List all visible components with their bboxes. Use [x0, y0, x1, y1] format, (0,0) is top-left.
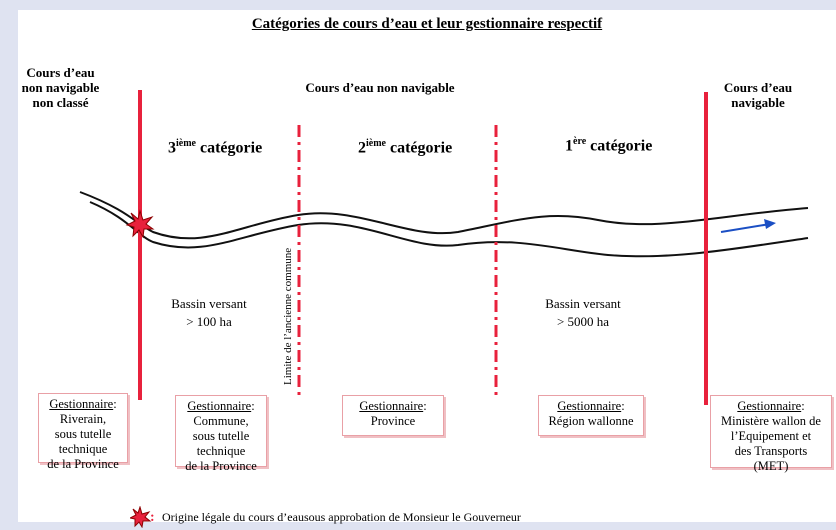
manager-box-province: Gestionnaire: Province — [342, 395, 444, 436]
flow-arrow-line — [720, 223, 771, 233]
river-bank-upper — [79, 191, 809, 240]
legend-text: Origine légale du cours d’eausous approb… — [162, 509, 521, 524]
legend: : Origine légale du cours d’eausous appr… — [130, 506, 521, 528]
category-second-label: 2ième catégorie — [358, 138, 453, 157]
river-diagram — [79, 90, 809, 405]
source-star-icon — [125, 209, 155, 239]
flow-arrow-head — [764, 219, 776, 229]
diagram-canvas: Catégories de cours d’eau et leur gestio… — [18, 10, 836, 528]
legend-star-icon: : — [130, 506, 155, 528]
category-first-label: 1ère catégorie — [565, 136, 653, 155]
manager-box-region: Gestionnaire: Région wallonne — [538, 395, 644, 436]
header-non-navigable: Cours d’eau non navigable — [305, 80, 455, 95]
basin-small-label: Bassin versant> 100 ha — [171, 296, 247, 329]
river-bank-lower — [89, 201, 809, 258]
diagram-title: Catégories de cours d’eau et leur gestio… — [251, 16, 603, 32]
commune-boundary-label: Limite de l’ancienne commune — [282, 247, 294, 385]
category-third-label: 3ième catégorie — [168, 138, 263, 157]
svg-text::: : — [150, 510, 155, 525]
basin-large-label: Bassin versant> 5000 ha — [545, 296, 621, 329]
